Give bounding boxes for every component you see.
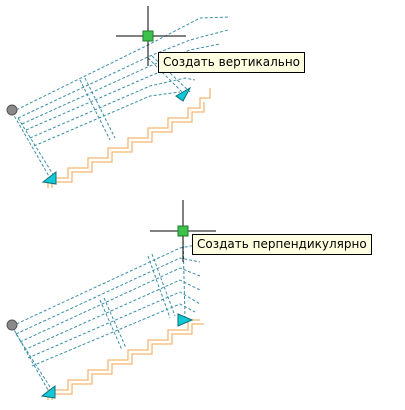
- railing-lines: [11, 235, 210, 391]
- green-square-grip-icon[interactable]: [177, 225, 189, 237]
- cyan-triangle-grip-icon[interactable]: [41, 170, 57, 185]
- cyan-triangle-grip-icon[interactable]: [40, 384, 56, 399]
- gray-circle-grip-icon[interactable]: [6, 104, 18, 116]
- cyan-triangle-grip-icon[interactable]: [177, 313, 194, 327]
- gray-circle-grip-icon[interactable]: [6, 319, 18, 331]
- stair-outline: [47, 319, 204, 400]
- green-square-grip-icon[interactable]: [142, 30, 154, 42]
- tooltip-create-vertical: Создать вертикально: [158, 52, 306, 73]
- stair-outline: [47, 88, 211, 188]
- tooltip-create-perpendicular: Создать перпендикулярно: [192, 234, 372, 255]
- cyan-triangle-grip-icon[interactable]: [175, 86, 192, 102]
